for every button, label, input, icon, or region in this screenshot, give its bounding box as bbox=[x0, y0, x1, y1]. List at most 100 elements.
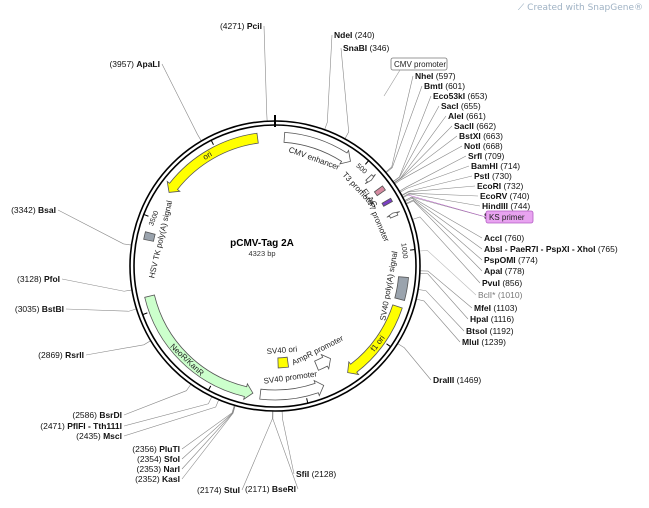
site-apali[interactable]: (3957) ApaLI bbox=[109, 59, 160, 69]
site-apai[interactable]: ApaI (778) bbox=[484, 266, 525, 276]
tick-label-500: 500 bbox=[354, 163, 367, 176]
site-sfoi[interactable]: (2354) SfoI bbox=[137, 454, 180, 464]
site-pos: (601) bbox=[443, 81, 465, 91]
site-name: SacII bbox=[454, 121, 474, 131]
site-pos: (3342) bbox=[11, 205, 38, 215]
site-bstxi[interactable]: BstXI (663) bbox=[459, 131, 503, 141]
feature-f1-ori[interactable] bbox=[347, 304, 403, 376]
site-name: PstI bbox=[474, 171, 490, 181]
site-stui[interactable]: (2174) StuI bbox=[197, 485, 240, 495]
feature-flag[interactable] bbox=[373, 185, 386, 197]
site-pos: (2586) bbox=[72, 410, 99, 420]
feature-ampr-promoter[interactable] bbox=[314, 353, 331, 371]
site-name: RsrII bbox=[65, 350, 84, 360]
site-pcii[interactable]: (4271) PciI bbox=[220, 21, 262, 31]
site-kasi[interactable]: (2352) KasI bbox=[135, 474, 180, 484]
site-name: BsrDI bbox=[99, 410, 122, 420]
site-ecori[interactable]: EcoRI (732) bbox=[477, 181, 523, 191]
site-pluti[interactable]: (2356) PluTI bbox=[132, 444, 180, 454]
site-pos: (2352) bbox=[135, 474, 162, 484]
site-mlui[interactable]: MluI (1239) bbox=[462, 337, 506, 347]
feature-label-t7-promoter: T7 promoter bbox=[365, 200, 391, 244]
site-ndei[interactable]: NdeI (240) bbox=[334, 30, 375, 40]
site-pos: (661) bbox=[464, 111, 486, 121]
site-bstbi[interactable]: (3035) BstBI bbox=[15, 304, 64, 314]
site-msci[interactable]: (2435) MscI bbox=[76, 431, 122, 441]
site-pos: (3957) bbox=[109, 59, 136, 69]
site-pos: (1192) bbox=[487, 326, 513, 336]
site-hindiii[interactable]: HindIII (744) bbox=[482, 201, 530, 211]
feature-hsv-tk-polya[interactable] bbox=[143, 231, 156, 242]
site-btsoi[interactable]: BtsoI (1192) bbox=[466, 326, 514, 336]
feature-sv40-promoter[interactable] bbox=[259, 379, 325, 401]
site-name: ApaI bbox=[484, 266, 502, 276]
feature-label-neor-kanr: NeoR/KanR bbox=[168, 342, 205, 378]
site-bmti[interactable]: BmtI (601) bbox=[424, 81, 465, 91]
site-pos: (2435) bbox=[76, 431, 103, 441]
site-name: SfoI bbox=[164, 454, 180, 464]
site-psti[interactable]: PstI (730) bbox=[474, 171, 512, 181]
plasmid-length: 4323 bp bbox=[248, 249, 275, 258]
site-pspomi[interactable]: PspOMI (774) bbox=[484, 255, 538, 265]
site-line-ecori bbox=[401, 185, 476, 196]
feature-cmv-enhancer[interactable] bbox=[283, 131, 351, 165]
site-line-saci bbox=[392, 105, 440, 183]
site-eco53ki[interactable]: Eco53kI (653) bbox=[433, 91, 488, 101]
site-line-stui bbox=[241, 410, 273, 491]
site-name: DraIII bbox=[433, 375, 454, 385]
site-nhei[interactable]: NheI (597) bbox=[415, 71, 456, 81]
site-srfi[interactable]: SrfI (709) bbox=[468, 151, 505, 161]
site-pos: (346) bbox=[367, 43, 389, 53]
site-pos: (655) bbox=[459, 101, 481, 111]
site-nari[interactable]: (2353) NarI bbox=[137, 464, 180, 474]
site-name: Eco53kI bbox=[433, 91, 465, 101]
site-bseri[interactable]: (2171) BseRI bbox=[245, 484, 296, 494]
site-line-bstxi bbox=[393, 135, 458, 184]
site-pos: (2353) bbox=[137, 464, 164, 474]
site-bcli-[interactable]: BclI* (1010) bbox=[478, 290, 523, 300]
site-bsai[interactable]: (3342) BsaI bbox=[11, 205, 56, 215]
cmv-promoter-label[interactable]: CMV promoter bbox=[383, 57, 448, 97]
site-absi-paer7i-pspxi-xhoi[interactable]: AbsI - PaeR7I - PspXI - XhoI (765) bbox=[484, 244, 618, 254]
feature-t7-promoter[interactable] bbox=[386, 211, 400, 219]
site-noti[interactable]: NotI (668) bbox=[464, 141, 503, 151]
site-bamhi[interactable]: BamHI (714) bbox=[471, 161, 520, 171]
site-pflfi-tth111i[interactable]: (2471) PflFI - Tth111I bbox=[40, 421, 122, 431]
site-line-pfoi bbox=[61, 278, 133, 292]
site-name: AbsI - PaeR7I - PspXI - XhoI bbox=[484, 244, 595, 254]
feature-sv40-ori[interactable] bbox=[277, 356, 289, 369]
feature-neor-kanr[interactable] bbox=[144, 294, 254, 401]
tick-3000 bbox=[142, 312, 148, 316]
site-bsrdi[interactable]: (2586) BsrDI bbox=[72, 410, 122, 420]
site-pfoi[interactable]: (3128) PfoI bbox=[17, 274, 60, 284]
ks-primer-label[interactable]: KS primer bbox=[407, 194, 534, 224]
tick-3500 bbox=[143, 213, 149, 217]
site-pvui[interactable]: PvuI (856) bbox=[482, 278, 522, 288]
site-draiii[interactable]: DraIII (1469) bbox=[433, 375, 481, 385]
site-acci[interactable]: AccI (760) bbox=[484, 233, 524, 243]
site-pos: (2869) bbox=[38, 350, 65, 360]
feature-sv40-polya[interactable] bbox=[394, 276, 409, 302]
site-mfei[interactable]: MfeI (1103) bbox=[474, 303, 517, 313]
tick-2000 bbox=[306, 398, 309, 404]
site-name: BstXI bbox=[459, 131, 481, 141]
site-saci[interactable]: SacI (655) bbox=[441, 101, 481, 111]
site-ecorv[interactable]: EcoRV (740) bbox=[480, 191, 530, 201]
feature-t3-promoter[interactable] bbox=[364, 174, 376, 185]
site-line-sfoi bbox=[181, 405, 236, 460]
site-rsrii[interactable]: (2869) RsrII bbox=[38, 350, 84, 360]
site-hpai[interactable]: HpaI (1116) bbox=[470, 314, 514, 324]
site-snabi[interactable]: SnaBI (346) bbox=[343, 43, 389, 53]
site-sacii[interactable]: SacII (662) bbox=[454, 121, 496, 131]
site-line-rsrii bbox=[85, 340, 151, 356]
site-line-snabi bbox=[340, 47, 350, 140]
site-line-bsrdi bbox=[123, 384, 192, 416]
plasmid-title[interactable]: pCMV-Tag 2A bbox=[230, 238, 294, 249]
feature-label-sv40-promoter: SV40 promoter bbox=[263, 369, 318, 385]
site-sfii[interactable]: SfiI (2128) bbox=[296, 469, 336, 479]
site-name: SrfI bbox=[468, 151, 482, 161]
feature-ori[interactable] bbox=[166, 132, 259, 193]
ks-primer-text: KS primer bbox=[489, 213, 525, 222]
feature-mcs[interactable] bbox=[381, 197, 393, 207]
site-alei[interactable]: AleI (661) bbox=[448, 111, 486, 121]
